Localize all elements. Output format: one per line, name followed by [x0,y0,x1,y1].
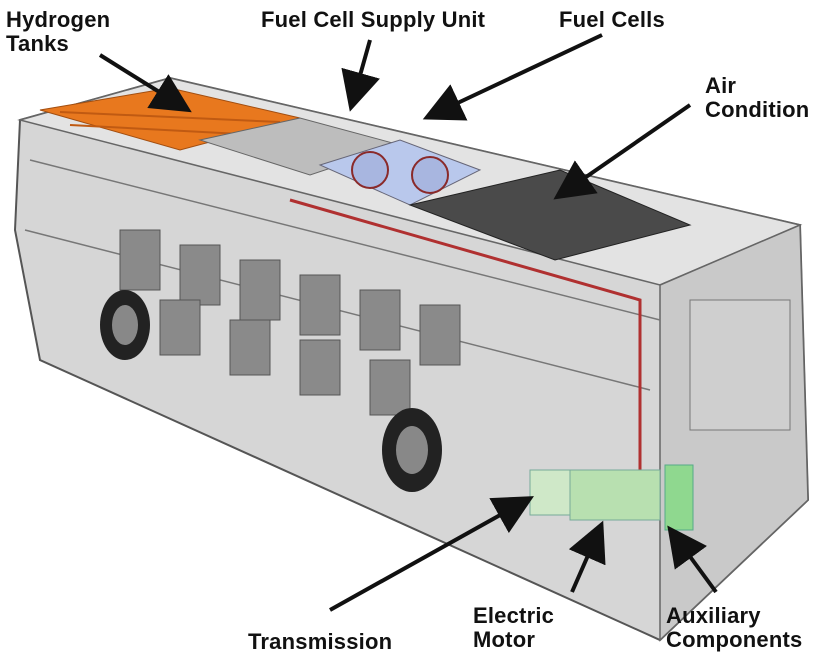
electric-motor [569,469,661,521]
fuel-cells [318,139,482,206]
transmission-unit [529,469,571,516]
label-auxiliary-components: Auxiliary Components [666,603,803,652]
auxiliary-components [664,464,694,531]
wheels [100,290,442,492]
seats [119,229,461,416]
label-fuel-cells: Fuel Cells [559,7,665,32]
label-fuel-cell-supply-unit: Fuel Cell Supply Unit [261,7,486,32]
label-transmission: Transmission [248,629,393,654]
coolant-pipes [289,198,642,470]
label-hydrogen-tanks: Hydrogen Tanks [6,7,111,56]
callout-arrows [98,33,718,612]
air-condition-unit [408,169,692,261]
label-air-condition: Air Condition [705,73,810,122]
label-electric-motor: Electric Motor [473,603,555,652]
